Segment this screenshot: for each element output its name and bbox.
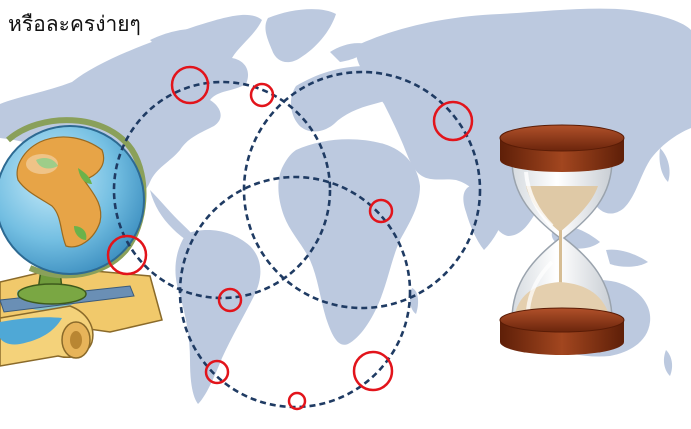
marker-ring (354, 352, 392, 390)
marker-ring (251, 84, 273, 106)
marker-ring (289, 393, 305, 409)
hourglass-illustration (500, 125, 624, 355)
slide-caption: หรือละครง่ายๆ (8, 14, 141, 35)
globe-with-maps-illustration (0, 120, 162, 366)
